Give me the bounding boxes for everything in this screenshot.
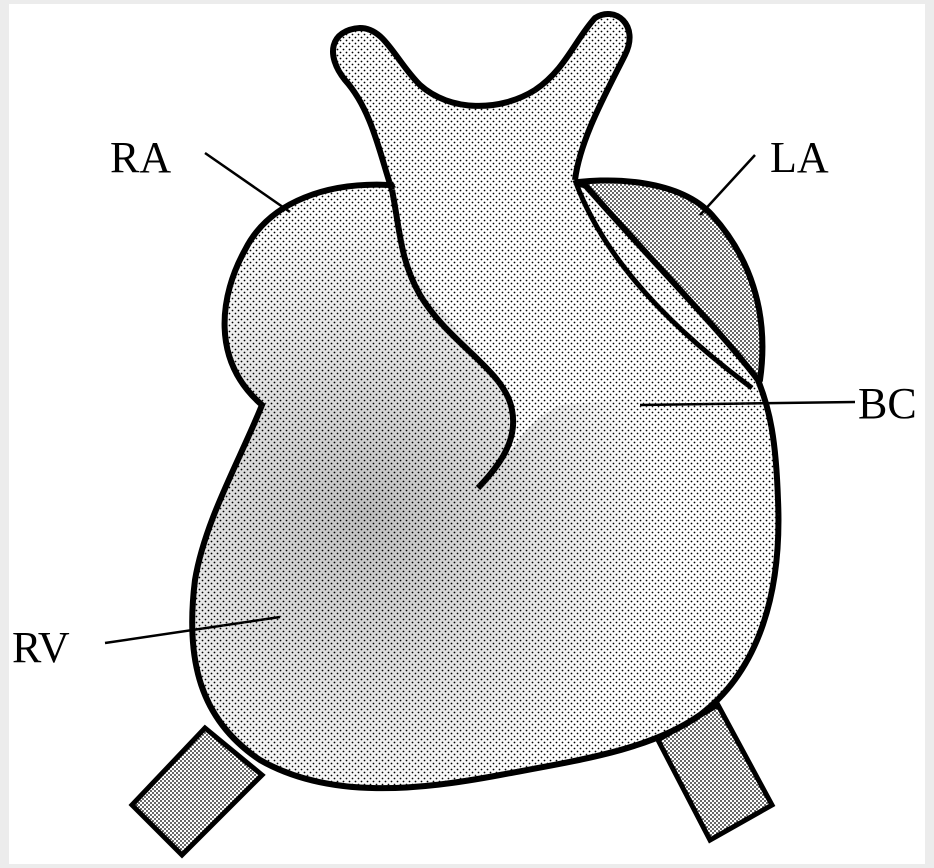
label-ra: RA: [110, 133, 171, 182]
label-rv: RV: [12, 623, 70, 672]
ra-leader-line: [205, 153, 290, 212]
label-bc: BC: [858, 379, 917, 428]
label-la: LA: [770, 133, 829, 182]
la-leader-line: [700, 155, 755, 215]
